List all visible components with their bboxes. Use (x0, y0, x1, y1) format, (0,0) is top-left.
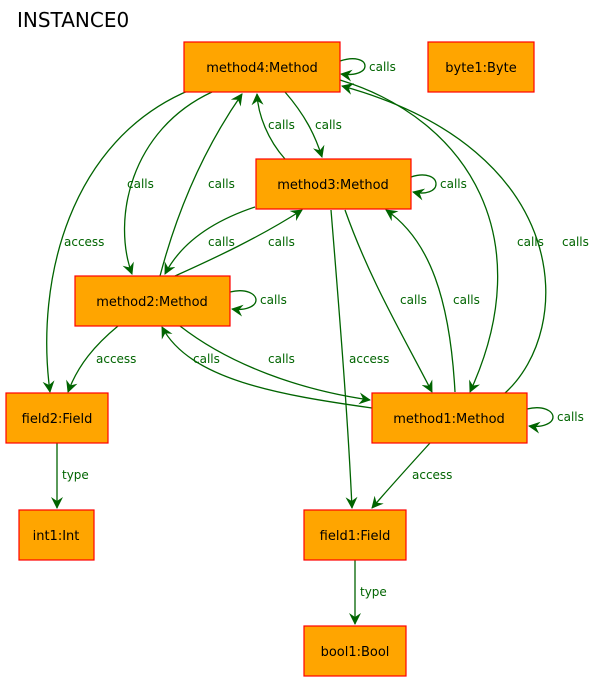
node-label: field1:Field (320, 529, 391, 544)
edge-label: calls (268, 118, 295, 132)
node-label: byte1:Byte (445, 61, 516, 76)
edge-method4-method1: calls (339, 79, 544, 393)
edge-label: calls (315, 118, 342, 132)
edge-method3-method3: calls (410, 174, 467, 201)
edge-label: calls (127, 177, 154, 191)
edges: calls calls calls calls calls access cal… (42, 58, 589, 625)
node-method1[interactable]: method1:Method (371, 392, 528, 444)
edge-label: access (412, 468, 452, 482)
node-label: method2:Method (96, 295, 208, 310)
node-label: method3:Method (277, 178, 389, 193)
nodes: method4:Method byte1:Byte method3:Method… (5, 41, 535, 677)
edge-field2-int1: type (51, 443, 89, 509)
edge-method4-field2: access (42, 89, 191, 393)
edge-method3-method1: calls (344, 209, 433, 393)
edge-method1-method4: calls (341, 83, 589, 394)
edge-method1-method2: calls (161, 326, 373, 409)
node-method4[interactable]: method4:Method (183, 41, 341, 93)
edge-method3-method4: calls (251, 93, 295, 160)
edge-label: calls (268, 235, 295, 249)
edge-field1-bool1: type (349, 560, 387, 625)
edge-label: access (349, 352, 389, 366)
node-label: method1:Method (393, 412, 505, 427)
edge-method4-method2: calls (122, 91, 213, 275)
edge-label: calls (557, 410, 584, 424)
edge-method2-method2: calls (229, 290, 287, 317)
node-label: method4:Method (206, 61, 318, 76)
node-byte1[interactable]: byte1:Byte (427, 41, 535, 93)
edge-label: access (64, 235, 104, 249)
edge-label: type (360, 585, 387, 599)
edge-label: calls (208, 177, 235, 191)
edge-method1-field1: access (371, 442, 452, 509)
edge-method2-method1: calls (179, 325, 371, 405)
diagram-title: INSTANCE0 (17, 8, 130, 32)
node-label: bool1:Bool (321, 645, 390, 660)
edge-method1-method1: calls (526, 407, 584, 434)
edge-label: calls (440, 177, 467, 191)
edge-method2-field2: access (66, 325, 136, 393)
node-field2[interactable]: field2:Field (5, 392, 109, 444)
node-label: field2:Field (22, 412, 93, 427)
node-label: int1:Int (33, 529, 80, 544)
edge-label: calls (260, 293, 287, 307)
edge-label: calls (369, 60, 396, 74)
node-field1[interactable]: field1:Field (303, 509, 407, 561)
node-int1[interactable]: int1:Int (18, 509, 95, 561)
edge-label: access (96, 352, 136, 366)
edge-label: calls (453, 293, 480, 307)
edge-label: calls (193, 352, 220, 366)
edge-method4-method3: calls (284, 91, 342, 158)
edge-method4-method4: calls (339, 58, 396, 82)
node-method2[interactable]: method2:Method (74, 275, 231, 327)
edge-label: calls (268, 352, 295, 366)
edge-method3-field1: access (330, 209, 389, 509)
edge-method2-method3: calls (174, 209, 303, 277)
node-bool1[interactable]: bool1:Bool (303, 625, 407, 677)
edge-label: calls (208, 235, 235, 249)
node-method3[interactable]: method3:Method (255, 158, 412, 210)
edge-label: calls (400, 293, 427, 307)
edge-method1-method3: calls (385, 209, 480, 393)
edge-method2-method4: calls (159, 93, 243, 277)
edge-method3-method2: calls (164, 206, 256, 275)
edge-label: type (62, 468, 89, 482)
edge-label: calls (562, 235, 589, 249)
